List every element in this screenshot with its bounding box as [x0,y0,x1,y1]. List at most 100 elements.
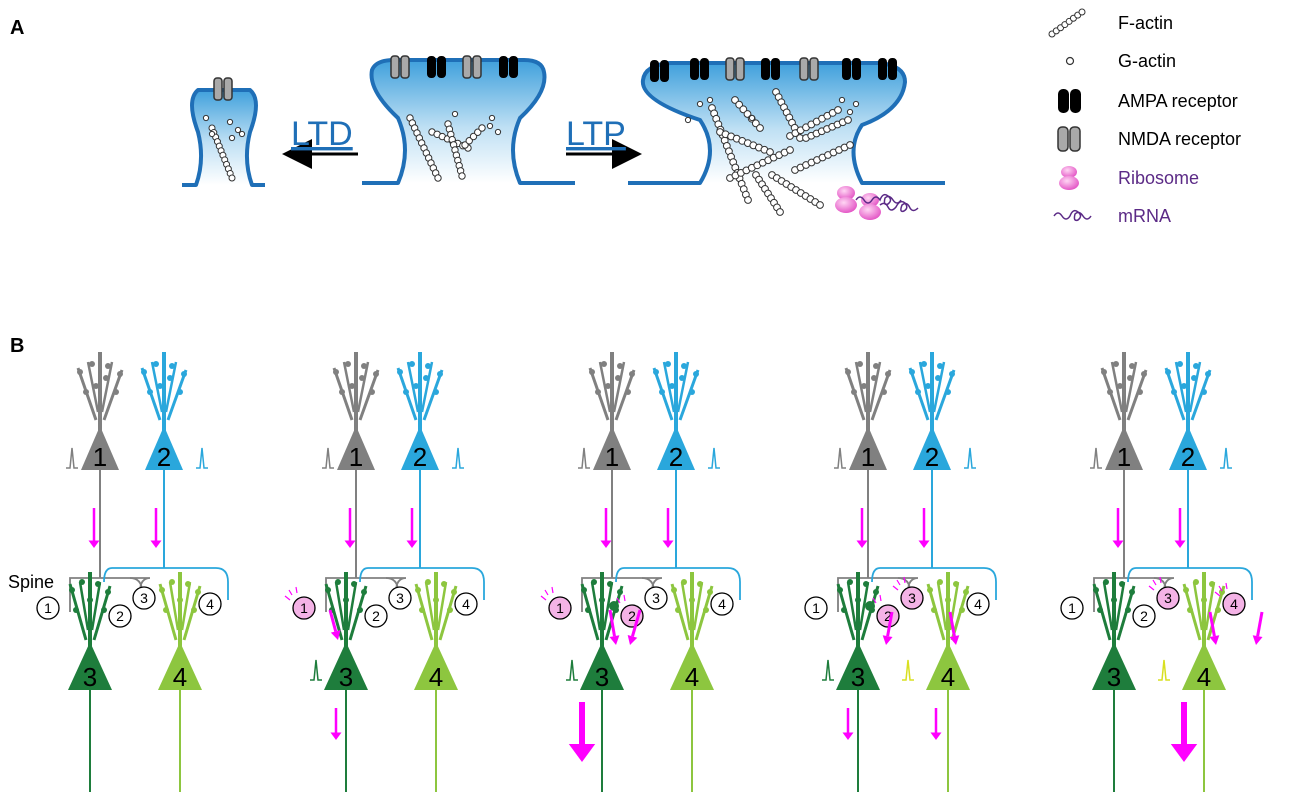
nmda-receptor-icon [390,55,482,79]
medium-spine [362,55,575,185]
neuron-2-label: 2 [669,442,683,472]
neuron-soma [836,642,880,690]
neuron-2-label: 2 [157,442,171,472]
spine-number-marker: 4 [966,592,990,616]
ltp-label: LTP [566,115,626,153]
neuron-1-label: 1 [349,442,363,472]
spine-number: 1 [556,600,564,616]
spine-number-marker: 4 [454,592,478,616]
spine-number: 1 [44,600,52,616]
spine-number: 3 [908,590,916,606]
neuron-2-label: 2 [925,442,939,472]
spike-icon [1220,447,1232,469]
axon-branch [615,567,741,600]
spine-number-marker: 3 [644,586,668,610]
spike-icon [566,659,578,681]
panel-a-label: A [10,17,24,39]
g-actin-icon [234,126,242,134]
neuron-soma [580,642,624,690]
neuron-soma [145,426,183,470]
mrna-icon [855,193,919,213]
neuron-soma [1182,642,1226,690]
neuron-4-label: 4 [429,662,443,692]
neuron-1-label: 1 [1117,442,1131,472]
neuron-3-label: 3 [83,662,97,692]
neuron-soma [657,426,695,470]
neuron-3-label: 3 [851,662,865,692]
neuron-soma [1092,642,1136,690]
g-actin-icon [226,118,234,126]
g-actin-icon [486,122,494,130]
spike-icon [452,447,464,469]
spine-number-marker: 1 [804,596,828,620]
neuron-1-label: 1 [93,442,107,472]
g-actin-icon [228,134,236,142]
neuron-soma [324,642,368,690]
spine-number-marker: 2 [364,604,388,628]
legend-label: NMDA receptor [1118,129,1241,149]
g-actin-icon [208,130,216,138]
neuron-4-label: 4 [1197,662,1211,692]
large-spine [628,57,945,220]
spine-number-marker: 2 [1132,604,1156,628]
g-actin-icon [494,128,502,136]
nmda-receptor-icon [725,57,819,81]
spike-icon [310,659,322,681]
spine-number-marker: 3 [132,586,156,610]
spine-number: 4 [974,596,982,612]
neuron-3-label: 3 [339,662,353,692]
neuron-soma [68,642,112,690]
spike-icon [1090,447,1102,469]
spine-number: 2 [372,608,380,624]
spine-number-marker: 4 [198,592,222,616]
spine-number-marker: 4 [1214,582,1246,616]
neuron-soma [81,426,119,470]
neuron-soma [670,642,714,690]
g-actin-icon [684,116,692,124]
neuron-soma [849,426,887,470]
legend-label: F-actin [1118,13,1173,33]
spike-icon [964,447,976,469]
spike-icon [822,659,834,681]
neuron-soma [593,426,631,470]
neuron-1-label: 1 [861,442,875,472]
g-actin-icon [488,114,496,122]
spike-icon [322,447,334,469]
spine-number-marker: 3 [388,586,412,610]
neuron-soma [1169,426,1207,470]
ltd-arrow: LTD [282,115,358,169]
legend-item-f-actin: F-actin [1048,8,1173,38]
neuron-1-label: 1 [605,442,619,472]
neuron-2-label: 2 [413,442,427,472]
g-actin-icon [202,114,210,122]
neuron-soma [926,642,970,690]
spine-number-marker: 1 [36,596,60,620]
neuron-soma [337,426,375,470]
ampa-receptor-icon [1058,89,1081,113]
panel-b-label: B [10,335,24,357]
legend-label: G-actin [1118,51,1176,71]
spine-number-marker: 2 [108,604,132,628]
neuron-soma [414,642,458,690]
axon-branch [871,567,997,600]
legend-item-g-actin: G-actin [1065,51,1176,71]
ribosome-icon [1059,166,1079,190]
g-actin-icon [696,100,704,108]
axon-branch [359,567,485,600]
spine-number: 3 [140,590,148,606]
ribosome-icon [835,186,881,220]
ampa-receptor-icon [427,56,518,78]
nmda-receptor-icon [213,77,233,101]
g-actin-icon [1065,56,1075,66]
spike-icon [578,447,590,469]
spike-icon [834,447,846,469]
spine-number: 1 [300,600,308,616]
g-actin-icon [748,114,756,122]
legend-label: AMPA receptor [1118,91,1238,111]
